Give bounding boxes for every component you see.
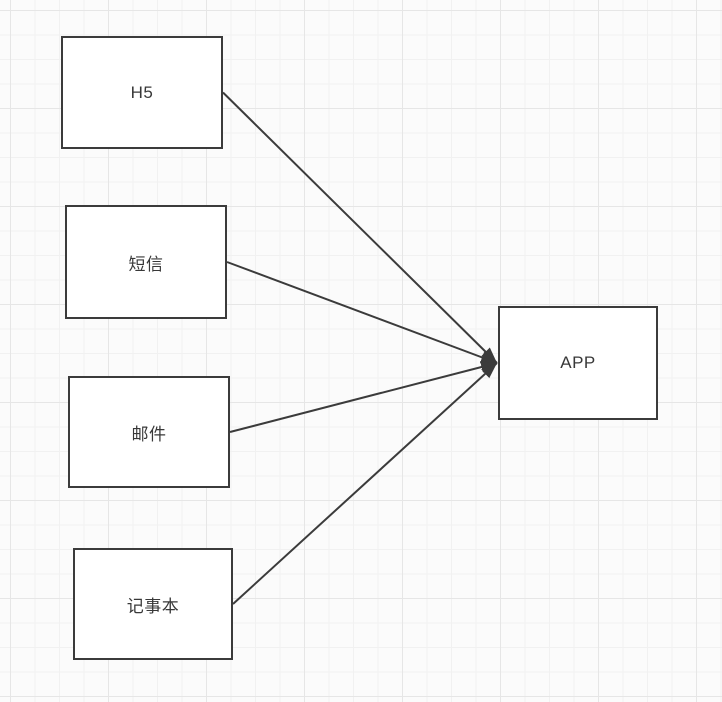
node-h5[interactable]: H5 (61, 36, 223, 149)
edge-sms-app[interactable] (226, 261, 498, 364)
node-h5-label: H5 (130, 82, 154, 102)
node-app-label: APP (560, 353, 596, 372)
node-mail[interactable]: 邮件 (68, 376, 230, 488)
node-mail-label: 邮件 (131, 424, 167, 444)
edge-notepad-app[interactable] (232, 362, 498, 605)
node-sms-label: 短信 (128, 254, 164, 274)
node-notepad[interactable]: 记事本 (73, 548, 233, 660)
node-sms[interactable]: 短信 (65, 205, 227, 319)
node-app[interactable]: APP (498, 306, 658, 420)
edge-h5-app[interactable] (222, 91, 498, 364)
edge-mail-app[interactable] (229, 361, 498, 433)
node-notepad-label: 记事本 (126, 596, 180, 616)
